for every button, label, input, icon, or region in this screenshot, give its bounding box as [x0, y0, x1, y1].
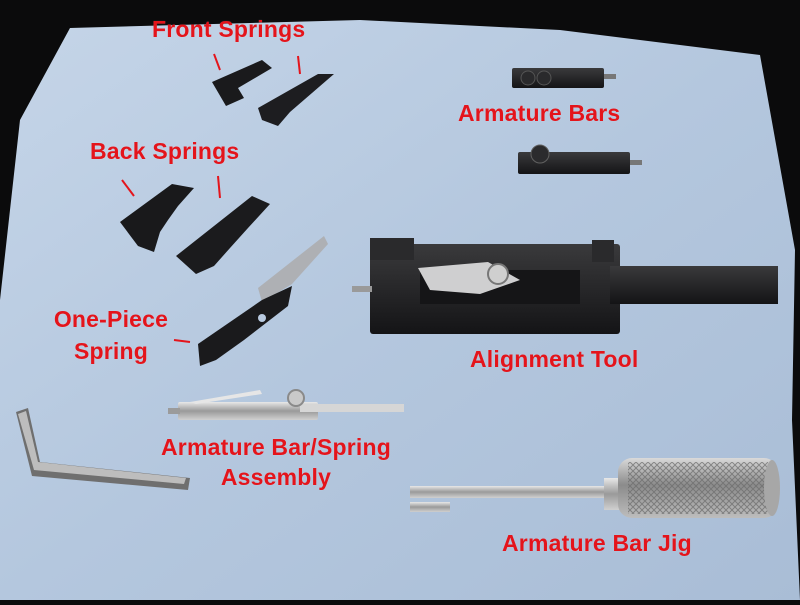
front-spring-left [212, 60, 272, 106]
hex-key [16, 408, 190, 490]
label-one-piece-spring: One-Piece Spring [36, 306, 186, 364]
label-assembly-line1: Armature Bar/Spring [160, 434, 391, 460]
label-one-piece-line2: Spring [73, 338, 149, 364]
armature-bar-spring-assembly [168, 389, 404, 420]
one-piece-pointer [173, 339, 191, 343]
label-alignment-tool: Alignment Tool [470, 346, 639, 372]
label-armature-bar-spring-assembly: Armature Bar/Spring Assembly [126, 434, 426, 490]
label-armature-bars: Armature Bars [458, 100, 621, 126]
front-springs-pointer-left [213, 53, 221, 71]
label-one-piece-line1: One-Piece [53, 306, 169, 332]
back-spring-right [176, 196, 270, 274]
alignment-tool [352, 238, 778, 334]
label-armature-bar-jig: Armature Bar Jig [502, 530, 692, 556]
label-assembly-line2: Assembly [220, 464, 332, 490]
label-back-springs: Back Springs [90, 138, 240, 164]
back-springs-pointer-right [217, 175, 221, 199]
armature-bar-jig [410, 458, 780, 518]
front-springs-pointer-right [297, 55, 301, 75]
armature-bar-top [512, 68, 616, 88]
back-spring-left [120, 184, 194, 252]
front-spring-right [258, 74, 334, 126]
armature-bar-bottom [518, 144, 642, 174]
back-springs-pointer-left [121, 179, 135, 197]
label-front-springs: Front Springs [152, 16, 306, 42]
one-piece-spring [198, 236, 328, 366]
